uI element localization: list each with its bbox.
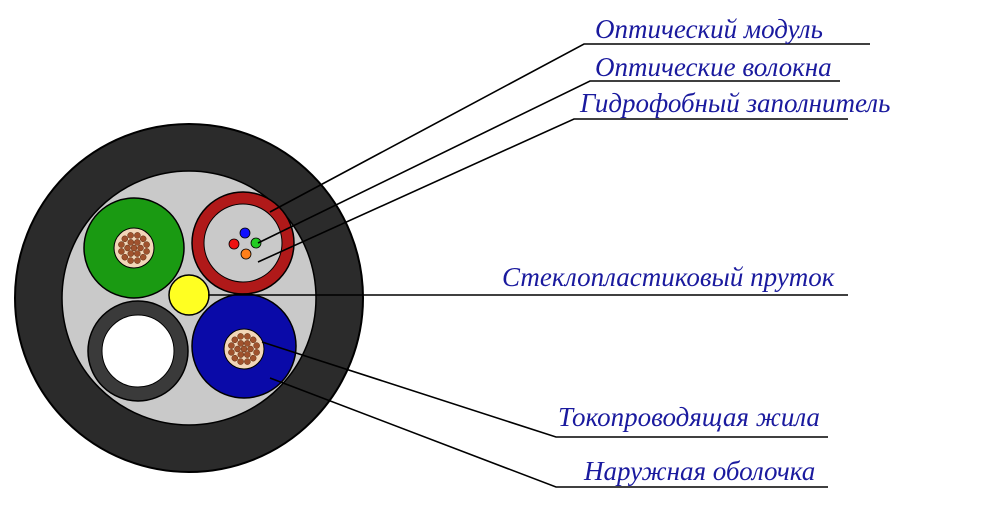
copper-wire-strand <box>249 354 257 362</box>
label-optical-fibers: Оптические волокна <box>595 52 832 82</box>
copper-wire-strand <box>244 340 251 347</box>
copper-wire-strand <box>124 244 131 252</box>
label-conductor: Токопроводящая жила <box>558 402 820 432</box>
copper-wire-strand <box>237 351 245 358</box>
copper-wire-strand <box>249 336 257 344</box>
copper-wire-strand <box>231 336 239 344</box>
copper-wire-strand <box>228 349 235 356</box>
copper-wire-strand <box>244 358 251 365</box>
label-optical-module: Оптический модуль <box>595 14 823 44</box>
fiberglass-rod <box>168 274 210 316</box>
label-fiberglass-rod: Стеклопластиковый пруток <box>502 262 835 292</box>
label-outer-sheath: Наружная оболочка <box>583 456 815 486</box>
copper-wire-strand <box>231 354 239 362</box>
copper-wire-strand <box>118 241 125 248</box>
copper-wire-strand <box>253 342 260 349</box>
copper-wire-strand <box>237 358 244 365</box>
copper-wire-strand <box>244 351 251 358</box>
leader-lines <box>208 43 870 488</box>
copper-wire-strand <box>121 253 129 261</box>
fiber-red <box>228 238 240 250</box>
leader-outer-sheath <box>269 377 828 488</box>
copper-wire-strand <box>118 248 125 255</box>
copper-wire-strand <box>127 257 134 264</box>
copper-wire-strand <box>137 244 144 252</box>
cable-body <box>14 123 364 473</box>
leader-optical-fibers <box>257 80 840 244</box>
copper-wire-strand <box>130 244 138 252</box>
copper-wire-strand <box>143 241 150 248</box>
copper-wire-strand <box>247 345 254 353</box>
copper-wire-strand <box>237 333 244 340</box>
copper-wire-strand <box>127 239 135 246</box>
copper-wire-strand <box>237 340 245 347</box>
copper-wire-strand <box>127 232 134 239</box>
copper-wire-strand <box>139 235 147 243</box>
copper-wire-strand <box>240 345 248 353</box>
copper-wire-strand <box>134 250 141 257</box>
copper-wire-strand <box>143 248 150 255</box>
copper-wire-strand <box>121 235 129 243</box>
blue-conductor-wires <box>228 333 260 365</box>
leader-optical-module <box>269 43 870 213</box>
copper-wire-strand <box>139 253 147 261</box>
copper-wire-strand <box>244 333 251 340</box>
leader-hydrophobic-filler <box>257 118 848 263</box>
copper-wire-strand <box>127 250 135 257</box>
fiber-green <box>250 237 262 249</box>
label-hydrophobic-filler: Гидрофобный заполнитель <box>579 88 890 118</box>
fiber-blue <box>239 227 251 239</box>
copper-wire-strand <box>253 349 260 356</box>
copper-wire-strand <box>134 239 141 246</box>
leader-conductor <box>261 341 828 438</box>
labels: Оптический модуль Оптические волокна Гид… <box>502 14 890 486</box>
copper-wire-strand <box>134 257 141 264</box>
white-element-core <box>101 314 175 388</box>
copper-wire-strand <box>234 345 241 353</box>
hydrophobic-filler-gel <box>203 203 283 283</box>
green-conductor-wires <box>118 232 150 264</box>
fiber-orange <box>240 248 252 260</box>
copper-wire-strand <box>228 342 235 349</box>
copper-wire-strand <box>134 232 141 239</box>
